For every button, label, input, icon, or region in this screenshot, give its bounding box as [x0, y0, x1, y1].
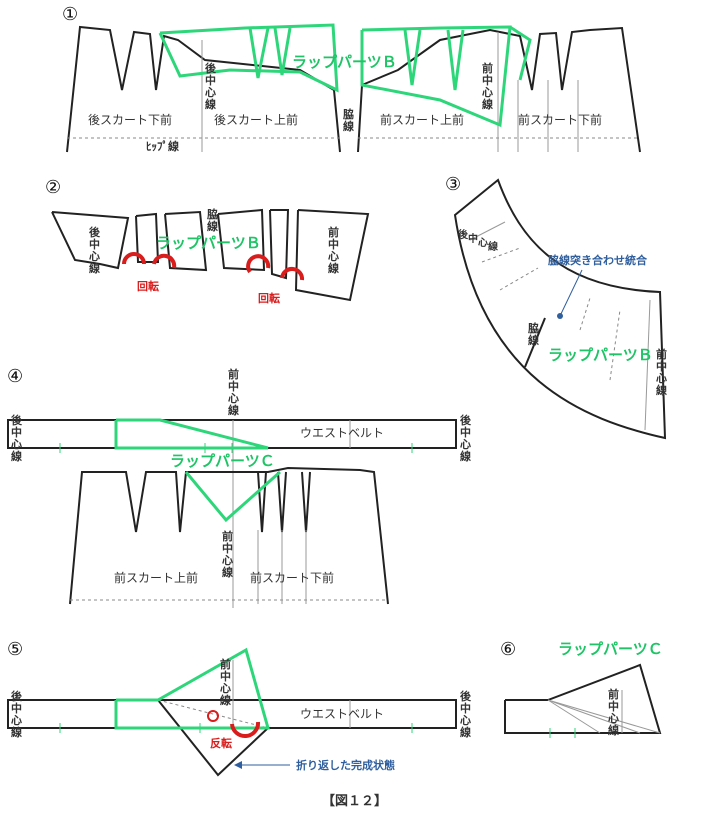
panel-number-2: ②: [45, 177, 61, 198]
back-center-label-5l: 後中心線: [11, 689, 23, 739]
back-center-label-5r: 後中心線: [460, 689, 472, 739]
rotate-arrow-2: [152, 253, 177, 269]
side-seam-join-line: [524, 317, 546, 368]
front-skirt-pattern: [357, 26, 641, 153]
rotate-arrow-4: [280, 267, 305, 281]
front-center-label-3: 前中心線: [656, 347, 667, 397]
rotate-label-2: 回転: [258, 291, 280, 305]
front-center-label-2: 前中心線: [328, 225, 339, 275]
waist-belt-label-5: ウエストベルト: [300, 707, 384, 721]
wrap-part-b-label-1: ラップパーツＢ: [292, 53, 397, 71]
side-seam-label-3: 脇線: [528, 321, 539, 347]
wrap-part-c-label-4: ラップパーツＣ: [170, 452, 275, 470]
figure-caption: 【図１２】: [322, 793, 387, 809]
panel-5: ⑤ ウエストベルト 後中心線 後中心線 前中心線 反転 折り返した完成状態: [7, 639, 472, 777]
wrap-part-c-outline-5: [114, 647, 270, 730]
back-center-label-4r: 後中心線: [460, 413, 472, 463]
back-skirt-lower-label: 後スカート下前: [88, 112, 172, 127]
front-skirt-lower-label-1: 前スカート下前: [518, 112, 602, 127]
panel-number-5: ⑤: [7, 639, 23, 660]
front-skirt-upper-label-4: 前スカート上前: [114, 570, 198, 585]
back-center-label-4l: 後中心線: [11, 413, 23, 463]
flip-arrow: [230, 721, 261, 738]
side-seam-label-2: 脇線: [207, 207, 218, 233]
wrap-part-c-final: [504, 663, 662, 734]
rotate-label-1: 回転: [137, 279, 159, 293]
rotate-arrow-1: [122, 252, 146, 265]
wrap-part-c-label-6: ラップパーツＣ: [558, 640, 663, 658]
panel-number-4: ④: [7, 366, 23, 387]
panel-3: ③ 後中心線 脇線 前中心線 ラップパーツＢ 脇線突き合わせ統合: [445, 174, 667, 440]
back-skirt-pattern: [66, 25, 341, 153]
panel-number-1: ①: [62, 4, 78, 25]
back-skirt-upper-label: 後スカート上前: [214, 112, 298, 127]
panel-number-6: ⑥: [500, 639, 516, 660]
front-skirt-lower-label-4: 前スカート下前: [250, 570, 334, 585]
side-seam-label-1: 脇線: [343, 107, 354, 133]
back-center-label-2: 後中心線: [89, 225, 101, 275]
panel-number-3: ③: [445, 174, 461, 195]
folded-triangle: [157, 699, 269, 777]
panel-4: ④ ウエストベルト 前中心線 後中心線 後中心線 ラップパーツＣ 前中心線 前ス…: [7, 366, 472, 608]
front-center-label-1: 前中心線: [482, 61, 493, 111]
wrap-part-c-v-4: [184, 470, 281, 523]
folded-done-label: 折り返した完成状態: [296, 758, 395, 772]
rotate-arrow-3: [246, 254, 271, 274]
panel-2: ② 後中心線 脇線 前中心線 ラップパーツＢ 回転 回転: [45, 177, 370, 305]
waist-belt-label-4: ウエストベルト: [300, 426, 384, 440]
front-center-label-4b: 前中心線: [222, 529, 233, 579]
front-skirt-upper-label-1: 前スカート上前: [380, 112, 464, 127]
panel-1: ① ラップパーツＢ 後中心線 前中心線 脇線 後スカート下前 後スカート上前 前…: [62, 4, 641, 153]
front-center-label-4a: 前中心線: [228, 367, 239, 417]
flip-label: 反転: [210, 736, 232, 750]
back-center-label-3: 後中心線: [458, 228, 498, 253]
hip-line-label: ﾋｯﾌﾟ線: [146, 139, 179, 153]
wrap-part-b-outline-front: [360, 25, 512, 128]
wrap-part-b-label-3: ラップパーツＢ: [548, 346, 653, 364]
combined-wrap-part-b-curve: [453, 178, 667, 440]
side-join-annotation: 脇線突き合わせ統合: [548, 253, 648, 267]
panel-6: ⑥ ラップパーツＣ 前中心線: [500, 639, 663, 738]
wrap-part-b-label-2: ラップパーツＢ: [156, 234, 261, 252]
front-center-label-6: 前中心線: [608, 687, 619, 737]
front-center-label-5: 前中心線: [220, 657, 231, 707]
wrap-part-c-outline-4: [114, 418, 269, 450]
back-center-label-1: 後中心線: [205, 61, 217, 111]
waist-belt-5: [7, 699, 457, 729]
wrap-part-b-outline-back: [158, 23, 339, 93]
